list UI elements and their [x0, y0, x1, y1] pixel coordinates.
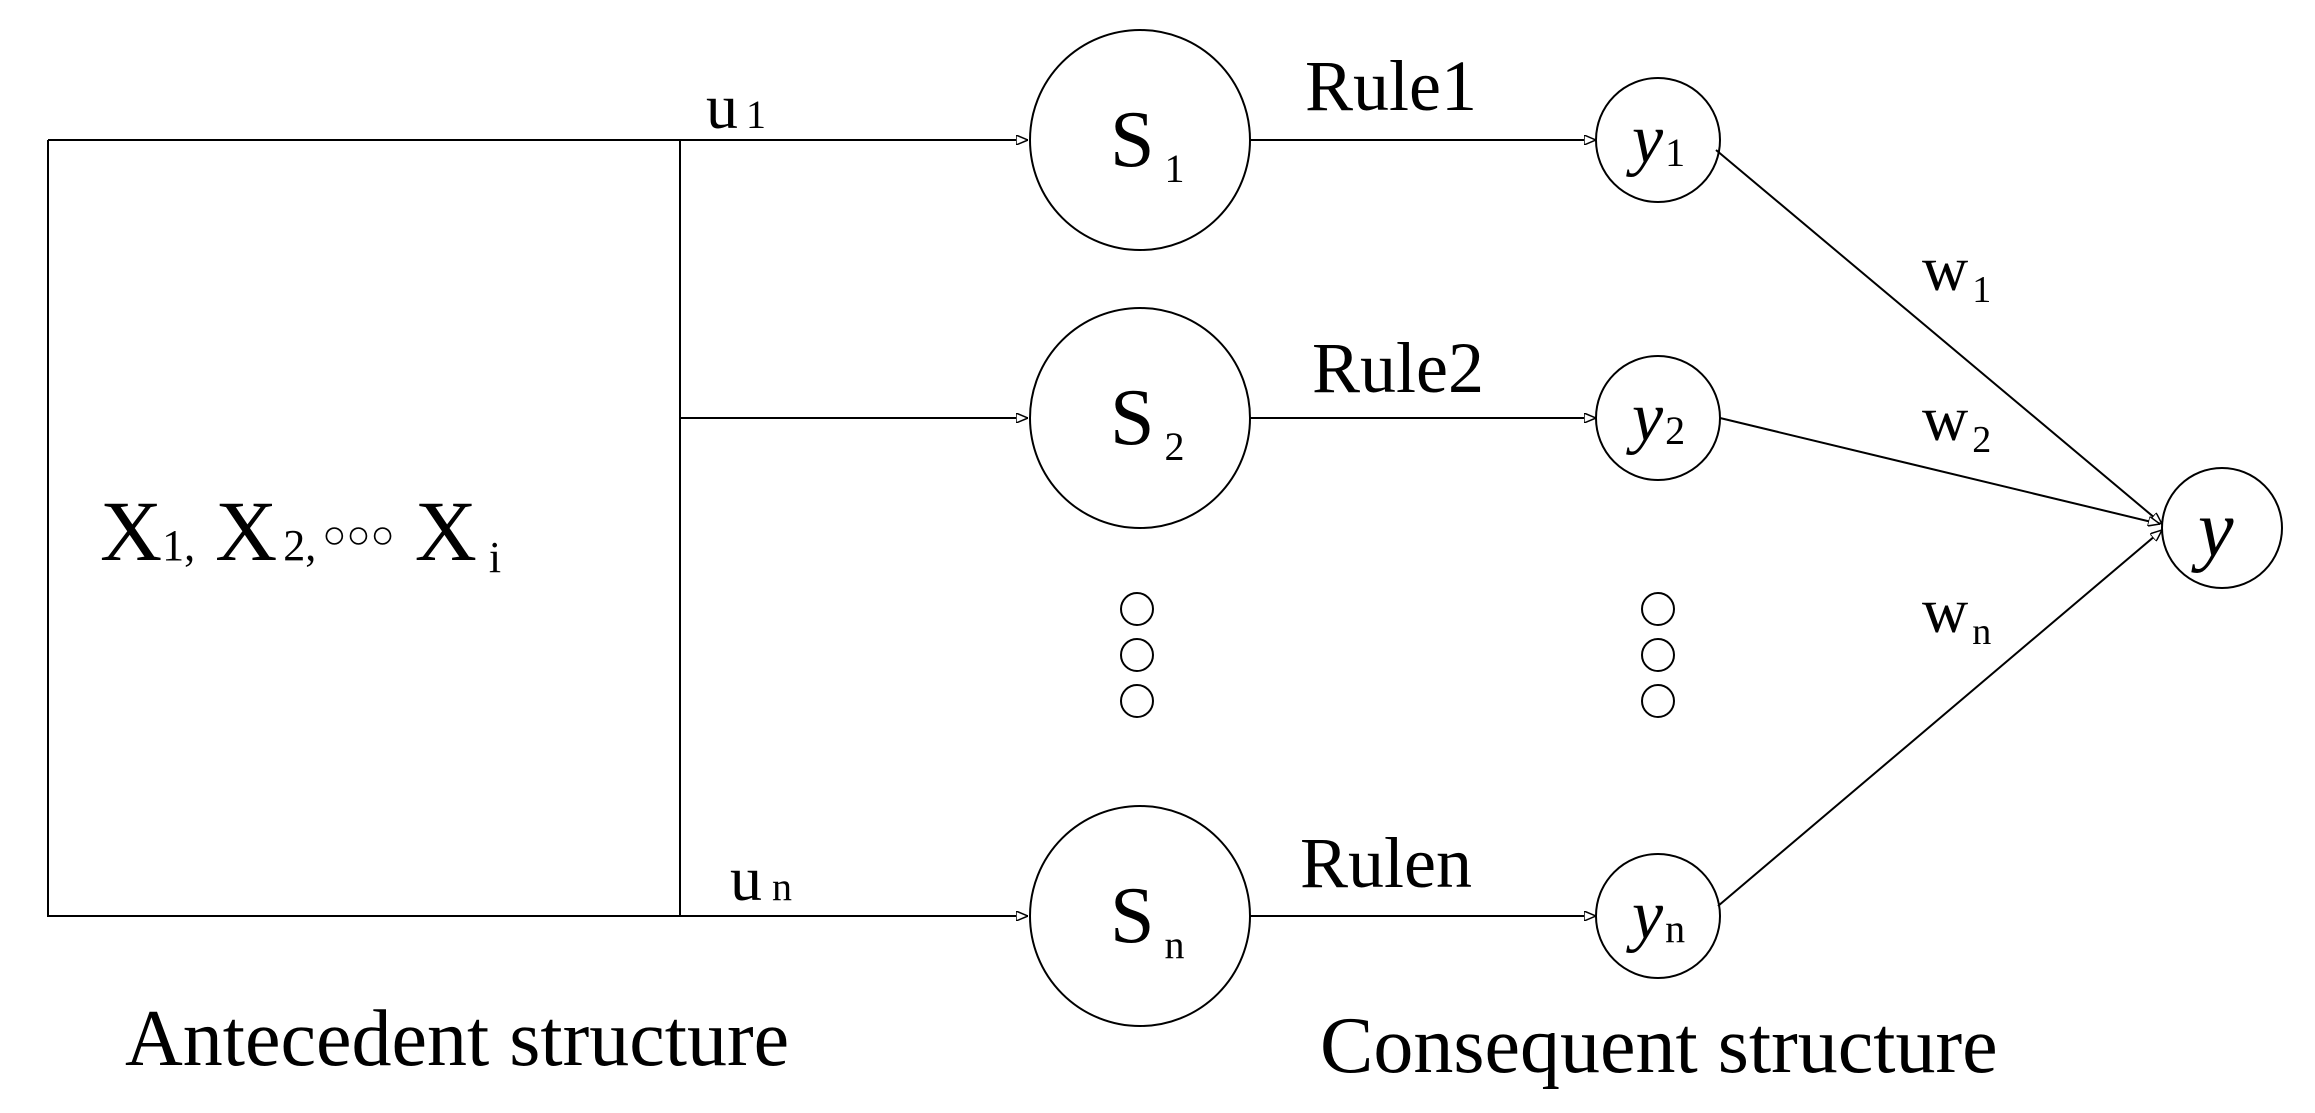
rule1-label: Rule1	[1305, 46, 1477, 126]
ellipsis-dot	[1641, 592, 1675, 626]
antecedent-caption: Antecedent structure	[125, 995, 789, 1083]
y2-label: y2	[1626, 379, 1685, 456]
rule2-label: Rule2	[1312, 328, 1484, 408]
output-node-yn	[1595, 853, 1721, 979]
final-output-label: y	[2191, 486, 2234, 574]
rulen-label: Rulen	[1300, 823, 1472, 903]
output-node-y1	[1595, 77, 1721, 203]
xi-letter: X	[415, 483, 477, 579]
ellipsis-dot	[1120, 684, 1154, 718]
ellipsis-dot	[1641, 684, 1675, 718]
x1-letter: X	[100, 483, 162, 579]
ellipsis-dot	[1641, 638, 1675, 672]
yn-label: yn	[1626, 877, 1685, 954]
weighted-edge-1	[1715, 149, 2162, 524]
weighted-edge-n	[1717, 530, 2162, 907]
y1-label: y1	[1626, 101, 1685, 178]
x1-sub: 1,	[162, 521, 195, 570]
weighted-edge-2	[1719, 417, 2160, 524]
x2-sub: 2,	[283, 521, 316, 570]
antecedent-box	[47, 139, 681, 917]
xi-sub: i	[489, 533, 501, 582]
final-output-node	[2161, 467, 2283, 589]
ellipsis-dot	[1120, 638, 1154, 672]
consequent-caption: Consequent structure	[1320, 1002, 1998, 1090]
x2-letter: X	[215, 483, 277, 579]
input-ellipsis: ○○○	[322, 512, 394, 557]
ellipsis-dot	[1120, 592, 1154, 626]
